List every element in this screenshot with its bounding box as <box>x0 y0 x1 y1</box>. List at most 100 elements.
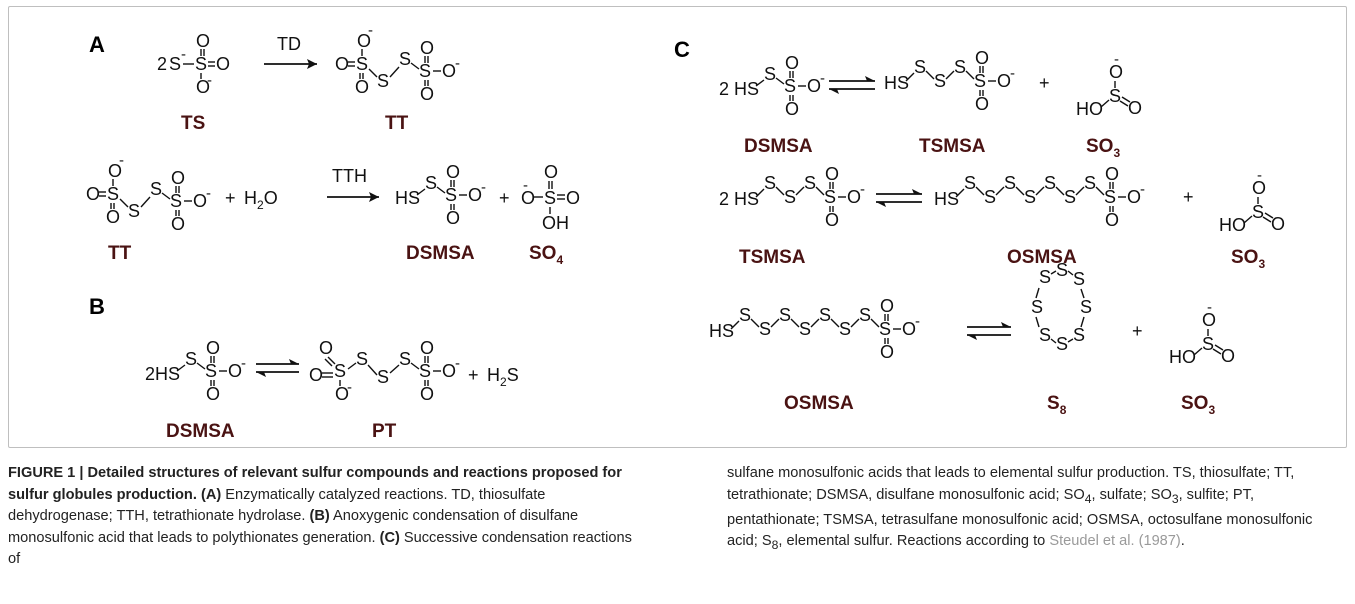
caption-text: . <box>1180 533 1185 550</box>
caption-c-text: Successive condensation reactions of <box>8 529 632 568</box>
svg-text:O: O <box>357 31 371 51</box>
svg-text:S: S <box>445 185 457 205</box>
svg-text:-: - <box>820 70 825 87</box>
svg-text:S: S <box>804 173 816 193</box>
svg-text:S: S <box>1202 334 1214 354</box>
so3-structure: HO S O - O <box>1169 299 1235 367</box>
tsmsa-label-c: TSMSA <box>739 247 806 268</box>
caption-b-text: Anoxygenic condensation of disulfane mon… <box>8 508 579 546</box>
svg-text:O: O <box>446 208 460 228</box>
svg-text:S: S <box>1056 260 1068 280</box>
caption-a-label: (A) <box>200 486 222 503</box>
svg-text:O: O <box>442 361 456 381</box>
tt-structure: O S O - O S S S O O - O <box>335 22 460 104</box>
citation-link[interactable]: Steudel et al. (1987) <box>1049 533 1181 550</box>
svg-text:S: S <box>819 305 831 325</box>
svg-text:-: - <box>1207 299 1212 316</box>
svg-text:O: O <box>319 338 333 358</box>
svg-text:S: S <box>739 305 751 325</box>
svg-text:-: - <box>181 46 186 63</box>
pt-label: PT <box>372 421 397 442</box>
svg-text:S: S <box>419 61 431 81</box>
svg-text:-: - <box>523 177 528 194</box>
svg-text:O: O <box>108 161 122 181</box>
svg-text:OH: OH <box>542 213 569 233</box>
svg-text:S: S <box>399 349 411 369</box>
svg-text:S: S <box>425 173 437 193</box>
dsmsa-structure-b: 2HS S S O O - O <box>145 338 246 404</box>
svg-text:-: - <box>1257 167 1262 184</box>
svg-text:-: - <box>455 355 460 372</box>
svg-text:S: S <box>1084 173 1096 193</box>
tth-enzyme: TTH <box>332 166 367 186</box>
svg-text:-: - <box>347 379 352 396</box>
svg-text:-: - <box>915 313 920 330</box>
svg-text:S: S <box>399 49 411 69</box>
svg-text:HS: HS <box>709 321 734 341</box>
svg-text:O: O <box>825 164 839 184</box>
svg-text:S: S <box>984 187 996 207</box>
ts-structure: 2 S - S O O O - <box>157 31 230 97</box>
svg-text:O: O <box>228 361 242 381</box>
svg-text:HO: HO <box>1169 347 1196 367</box>
svg-text:O: O <box>825 210 839 230</box>
reaction-arrow <box>264 59 317 69</box>
svg-text:S: S <box>779 305 791 325</box>
osmsa-label-c: OSMSA <box>784 393 854 414</box>
panel-c-label: C <box>674 37 690 62</box>
svg-text:S: S <box>150 179 162 199</box>
svg-text:S: S <box>419 361 431 381</box>
svg-text:O: O <box>785 99 799 119</box>
td-enzyme: TD <box>277 34 301 54</box>
svg-text:S: S <box>1031 297 1043 317</box>
svg-text:S: S <box>1056 334 1068 354</box>
so4-label: SO4 <box>529 243 563 267</box>
svg-text:-: - <box>1140 181 1145 198</box>
svg-text:O: O <box>1128 98 1142 118</box>
tsmsa-structure-c: 2 HS S S S S O O - O <box>719 164 865 230</box>
svg-text:O: O <box>442 61 456 81</box>
svg-text:O: O <box>106 207 120 227</box>
svg-text:S: S <box>1252 202 1264 222</box>
svg-text:O: O <box>902 319 916 339</box>
so3-label-3: SO3 <box>1181 393 1215 417</box>
figure-caption: FIGURE 1 | Detailed structures of releva… <box>8 463 1347 571</box>
plus-sign: + <box>1183 187 1194 207</box>
svg-text:S: S <box>1044 173 1056 193</box>
tt-label: TT <box>385 113 409 134</box>
svg-text:S: S <box>1004 173 1016 193</box>
caption-text: , elemental sulfur. Reactions according … <box>778 533 1050 550</box>
panel-a-label: A <box>89 32 105 57</box>
svg-text:O: O <box>335 384 349 404</box>
svg-text:2HS: 2HS <box>145 364 180 384</box>
svg-text:S: S <box>1039 325 1051 345</box>
subscript: 8 <box>771 538 779 553</box>
reaction-arrow <box>327 192 379 202</box>
tsmsa-label: TSMSA <box>919 136 986 157</box>
svg-text:O: O <box>355 77 369 97</box>
equilibrium-arrow <box>967 322 1011 340</box>
svg-text:S: S <box>377 71 389 91</box>
so3-structure: HO S O - O <box>1076 51 1142 119</box>
svg-text:O: O <box>420 84 434 104</box>
svg-text:S: S <box>377 367 389 387</box>
svg-text:S: S <box>759 319 771 339</box>
caption-c-label: (C) <box>379 529 400 546</box>
svg-text:O: O <box>1109 62 1123 82</box>
dsmsa-label-c: DSMSA <box>744 136 813 157</box>
plus-sign: + <box>468 365 479 385</box>
svg-text:2 HS: 2 HS <box>719 79 759 99</box>
svg-text:O: O <box>420 384 434 404</box>
caption-text: , sulfite; PT, pentathionate; TSMSA, tet… <box>727 486 1313 550</box>
svg-text:S: S <box>1073 325 1085 345</box>
svg-text:2 HS: 2 HS <box>719 189 759 209</box>
svg-text:S: S <box>839 319 851 339</box>
dsmsa-label: DSMSA <box>406 243 475 264</box>
svg-text:-: - <box>368 22 373 39</box>
svg-text:O: O <box>785 53 799 73</box>
svg-text:O: O <box>309 365 323 385</box>
svg-text:O: O <box>544 162 558 182</box>
svg-text:O: O <box>171 214 185 234</box>
svg-text:-: - <box>1010 65 1015 82</box>
svg-text:S: S <box>1073 269 1085 289</box>
